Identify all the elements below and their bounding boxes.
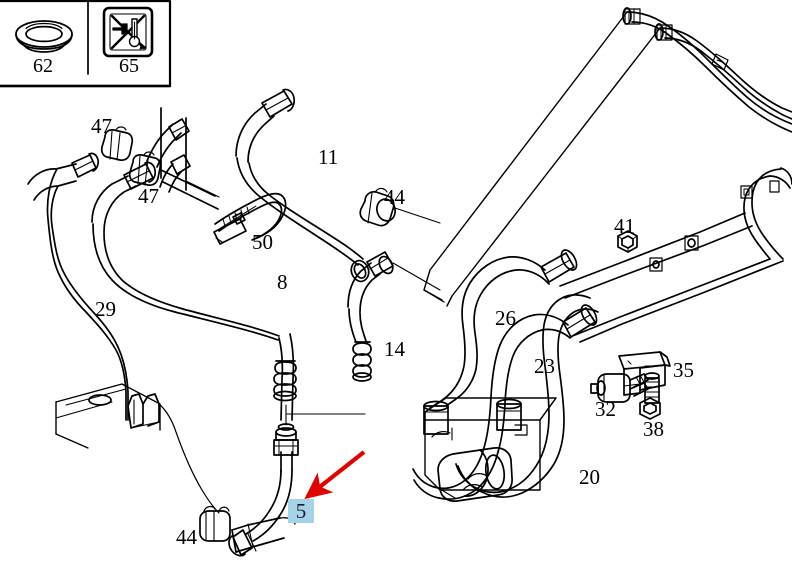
quick-connector-lower <box>273 423 299 456</box>
callout-50: 50 <box>252 230 273 254</box>
red-pointer-arrow <box>304 450 366 500</box>
cable-tie-50 <box>213 192 287 245</box>
highlighted-callout-5[interactable]: 5 <box>288 499 314 523</box>
bolt-38 <box>639 372 661 420</box>
callout-29: 29 <box>95 297 116 321</box>
leader-14-pipe <box>392 262 441 291</box>
body-structure-lines <box>423 11 661 307</box>
small-pipe-stub-lower <box>159 154 191 193</box>
hose-26 <box>423 249 578 435</box>
hose-29 <box>27 152 129 421</box>
no-reuse-warning-icon <box>102 6 154 58</box>
hose-clamp-44-lower <box>199 505 231 542</box>
legend-number-62: 62 <box>33 55 53 77</box>
right-side-pipes <box>559 167 792 343</box>
heater-core-box <box>424 397 557 502</box>
hose-11 <box>235 88 370 283</box>
hose-8 <box>228 333 295 557</box>
callout-8: 8 <box>277 270 288 294</box>
hose-clamp-47-upper <box>100 126 134 162</box>
legend-box-frame <box>0 0 172 88</box>
callout-20: 20 <box>579 465 600 489</box>
callout-14: 14 <box>384 337 405 361</box>
mounting-rail <box>160 107 220 210</box>
hose-20 <box>455 294 599 498</box>
upper-right-pipe-assembly <box>622 7 792 133</box>
ribbed-connector-upper <box>273 360 297 402</box>
small-pipe-stub-upper <box>146 118 190 168</box>
callout-11: 11 <box>318 145 339 169</box>
callout-44-lower: 44 <box>176 525 197 549</box>
callout-41: 41 <box>614 214 635 238</box>
callout-26: 26 <box>495 306 516 330</box>
nut-41 <box>617 230 638 253</box>
box-hose-collars <box>496 398 522 431</box>
callout-38: 38 <box>643 417 664 441</box>
seal-ring-icon <box>15 20 73 53</box>
callout-47-upper: 47 <box>91 114 112 138</box>
legend-number-65: 65 <box>119 55 139 77</box>
callout-23: 23 <box>534 354 555 378</box>
engine-block-corner <box>55 383 220 514</box>
callout-47-lower: 47 <box>138 184 159 208</box>
leader-44-upper <box>394 207 441 224</box>
callout-35: 35 <box>673 358 694 382</box>
connector-pipe-14 <box>347 251 394 382</box>
callout-32: 32 <box>595 397 616 421</box>
hose-clamp-47-lower <box>128 151 162 187</box>
hose-23 <box>412 304 598 500</box>
callout-44-upper: 44 <box>384 185 405 209</box>
